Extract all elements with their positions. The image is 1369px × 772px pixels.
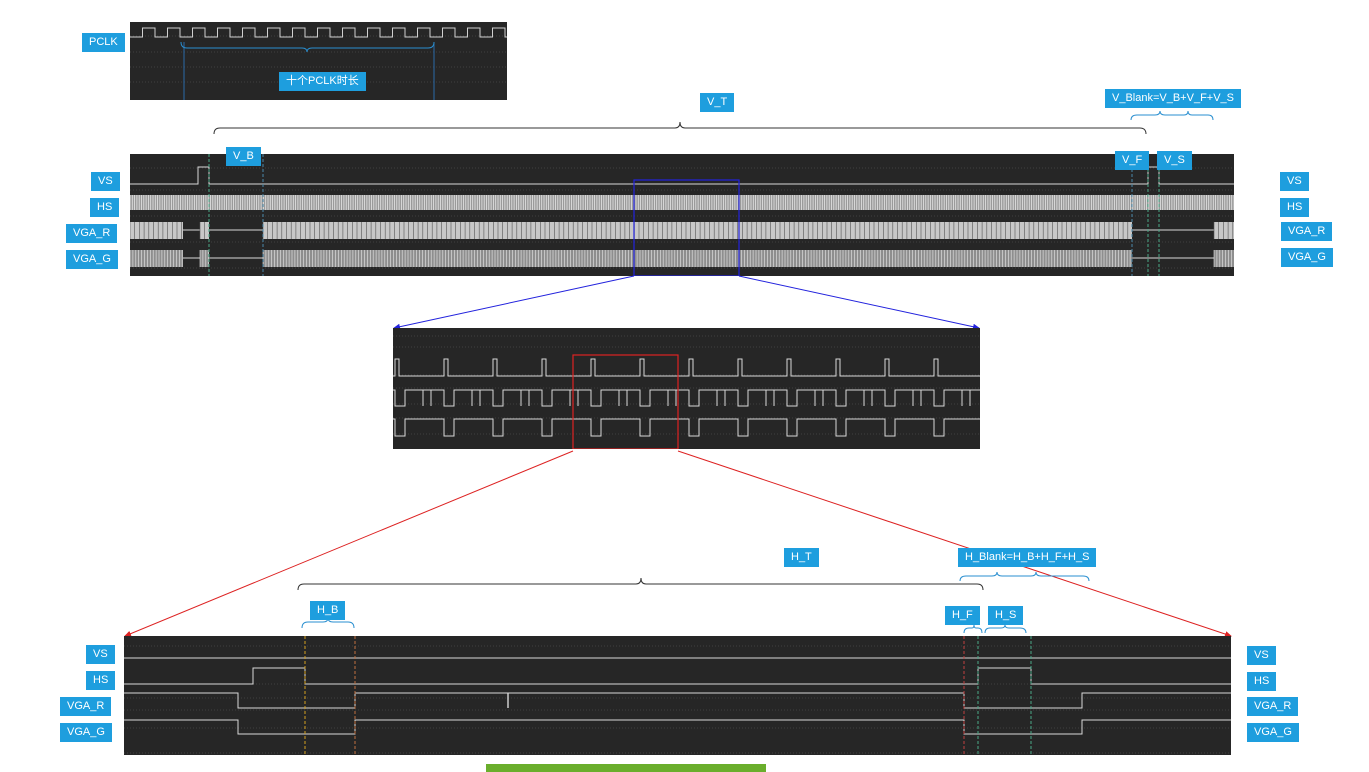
detail-left-label-hs: HS [86, 671, 116, 690]
detail-left-label-vs: VS [86, 645, 115, 664]
hs-trace [129, 195, 1235, 210]
hf-brace [963, 624, 983, 634]
pclk-brace [180, 41, 435, 53]
detail-right-label-hs: HS [1247, 672, 1277, 691]
detail-right-label-vs: VS [1247, 646, 1276, 665]
zoom2-select-box [572, 354, 679, 450]
zoom2-arrow-left [124, 450, 574, 637]
detail-vga-r-trace [124, 692, 1231, 709]
hb-label: H_B [310, 601, 346, 620]
overview-left-label-vga-r: VGA_R [66, 224, 118, 243]
zoom1-waveform-panel [393, 328, 980, 450]
zoom1-waveform [393, 335, 980, 450]
overview-waveform-panel [129, 154, 1235, 277]
detail-right-label-vga-r: VGA_R [1247, 697, 1299, 716]
overview-waveform [129, 154, 1235, 277]
vga-g-trace [199, 250, 209, 267]
vt-label: V_T [700, 93, 735, 112]
pclk-waveform [130, 27, 518, 100]
vga-g-trace-band [1214, 250, 1234, 267]
progress-bar [486, 764, 766, 772]
vga-r-trace-band [130, 222, 183, 239]
detail-right-label-vga-g: VGA_G [1247, 723, 1299, 742]
vblank-label: V_Blank=V_B+V_F+V_S [1105, 89, 1241, 108]
overview-right-label-vs: VS [1280, 172, 1309, 191]
vga-g-trace [262, 250, 1131, 267]
overview-left-label-vs: VS [91, 172, 120, 191]
vga-r-trace-band [1214, 222, 1234, 239]
vga-g-trace-band [130, 250, 183, 267]
overview-right-label-hs: HS [1280, 198, 1310, 217]
zoom1-arrow-right [738, 275, 980, 330]
overview-left-label-vga-g: VGA_G [66, 250, 118, 269]
z1-hs-trace [393, 358, 980, 377]
z1-vga-r-pixel-ticks [422, 390, 971, 406]
vga-r-trace [1213, 222, 1234, 239]
ht-brace [297, 577, 984, 591]
vt-brace [213, 121, 1147, 135]
vga-g-trace-band [200, 250, 209, 267]
vga-r-trace-band [263, 222, 1132, 239]
detail-hs-trace [124, 667, 1231, 685]
zoom1-arrow-left [393, 275, 635, 330]
hblank-brace [959, 571, 1090, 582]
vga-r-trace [199, 222, 205, 239]
hblank-label: H_Blank=H_B+H_F+H_S [958, 548, 1097, 567]
hs-label: H_S [988, 606, 1024, 625]
overview-right-label-vga-g: VGA_G [1281, 248, 1333, 267]
hs-brace [984, 624, 1027, 634]
overview-left-label-hs: HS [90, 198, 120, 217]
ht-label: H_T [784, 548, 819, 567]
detail-left-label-vga-g: VGA_G [60, 723, 112, 742]
detail-waveform [124, 636, 1231, 755]
pclk-label: PCLK [82, 33, 125, 52]
detail-waveform-panel [124, 636, 1231, 755]
vblank-brace [1130, 110, 1214, 121]
z1-vga-r-trace [393, 389, 980, 407]
vf-label: V_F [1115, 151, 1150, 170]
vb-label: V_B [226, 147, 261, 166]
vga-r-trace [129, 222, 182, 239]
vs-label: V_S [1157, 151, 1192, 170]
vga-g-trace [1213, 250, 1232, 267]
pclk-brace-label: 十个PCLK时长 [279, 72, 366, 91]
hf-label: H_F [945, 606, 980, 625]
vs-trace [130, 166, 1234, 185]
z1-vga-g-trace [393, 418, 980, 437]
overview-right-label-vga-r: VGA_R [1281, 222, 1333, 241]
detail-vga-g-trace [124, 719, 1231, 735]
vga-g-trace [129, 250, 183, 267]
detail-left-label-vga-r: VGA_R [60, 697, 112, 716]
